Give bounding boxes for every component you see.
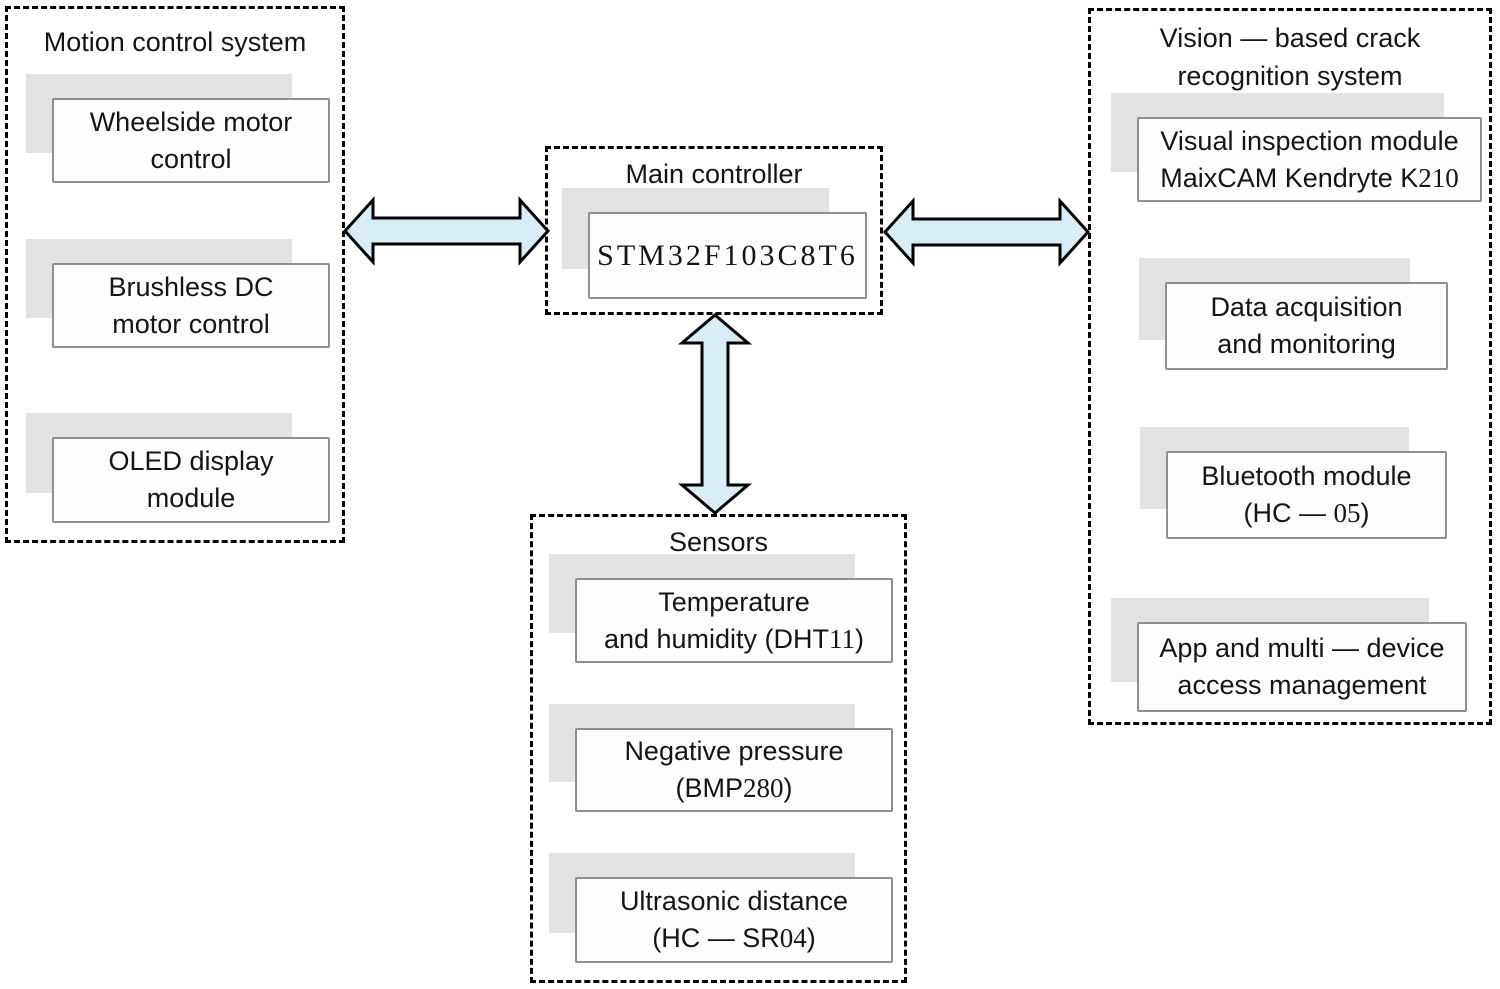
box-face: OLED display module [52, 437, 330, 523]
vision-crack-recognition-group: Vision — based crack recognition system [1088, 8, 1492, 725]
main-controller-group: Main controller [545, 146, 883, 315]
box-face: Negative pressure (BMP280) [575, 728, 893, 812]
double-arrow-main-to-sensors-icon [677, 313, 753, 515]
motion-control-system-group: Motion control system [5, 6, 345, 543]
box-face: Temperature and humidity (DHT11) [575, 578, 893, 663]
box-label-line: and monitoring [1217, 329, 1396, 359]
box-oled-display-module: OLED display module [26, 413, 330, 523]
box-face: Bluetooth module (HC — 05) [1166, 451, 1447, 539]
box-label-line: Temperature [658, 586, 810, 617]
box-label-line: Visual inspection module [1160, 125, 1459, 156]
vision-group-title-line1: Vision — based crack [1159, 23, 1421, 53]
box-label-line: App and multi — device [1159, 633, 1445, 663]
box-face: Brushless DC motor control [52, 263, 330, 348]
box-ultrasonic-distance-hcsr04: Ultrasonic distance (HC — SR04) [549, 853, 893, 963]
box-label-line: (HC — 05) [1243, 498, 1370, 528]
box-label-line: Ultrasonic distance [619, 886, 849, 916]
motion-group-title: Motion control system [43, 27, 307, 57]
box-label-line: Negative pressure [624, 736, 844, 766]
box-visual-inspection-module-k210: Visual inspection module MaixCAM Kendryt… [1111, 93, 1482, 202]
sensors-group: Sensors [530, 514, 907, 983]
vision-group-title: Vision — based crack recognition system [1091, 19, 1489, 95]
double-arrow-main-to-motion-icon [342, 196, 551, 266]
vision-group-title-line2: recognition system [1177, 61, 1403, 91]
box-brushless-dc-motor-control: Brushless DC motor control [26, 239, 330, 348]
sensors-group-title: Sensors [668, 527, 769, 557]
box-face: Data acquisition and monitoring [1165, 282, 1448, 370]
box-label-line: (HC — SR04) [652, 923, 816, 953]
double-arrow-main-to-vision-icon [882, 197, 1091, 267]
box-face: Visual inspection module MaixCAM Kendryt… [1137, 117, 1482, 202]
box-label-line: Data acquisition [1210, 292, 1403, 322]
box-face: STM32F103C8T6 [588, 212, 867, 299]
box-label-line: Brushless DC [108, 271, 274, 302]
box-bluetooth-module-hc05: Bluetooth module (HC — 05) [1140, 427, 1447, 539]
box-label-line: Wheelside motor [89, 106, 293, 137]
box-label-line: motor control [112, 308, 270, 339]
box-face: Ultrasonic distance (HC — SR04) [575, 877, 893, 963]
box-face: Wheelside motor control [52, 98, 330, 183]
box-stm32f103c8t6-chip: STM32F103C8T6 [562, 188, 867, 299]
box-label-line: module [146, 483, 236, 513]
box-wheelside-motor-control: Wheelside motor control [26, 74, 330, 183]
box-label-line: STM32F103C8T6 [597, 239, 858, 272]
box-label-line: Bluetooth module [1201, 461, 1412, 491]
main-controller-group-title: Main controller [625, 159, 803, 189]
box-label-line: OLED display [108, 446, 274, 476]
box-label-line: access management [1177, 670, 1427, 700]
box-face: App and multi — device access management [1137, 622, 1467, 712]
box-label-line: MaixCAM Kendryte K210 [1160, 162, 1459, 193]
box-negative-pressure-bmp280: Negative pressure (BMP280) [549, 704, 893, 812]
box-data-acquisition-monitoring: Data acquisition and monitoring [1139, 258, 1448, 370]
box-app-multi-device-access: App and multi — device access management [1111, 598, 1467, 712]
box-label-line: (BMP280) [675, 773, 793, 803]
box-temperature-humidity-dht11: Temperature and humidity (DHT11) [549, 554, 893, 663]
box-label-line: and humidity (DHT11) [603, 623, 865, 654]
box-label-line: control [150, 143, 232, 174]
